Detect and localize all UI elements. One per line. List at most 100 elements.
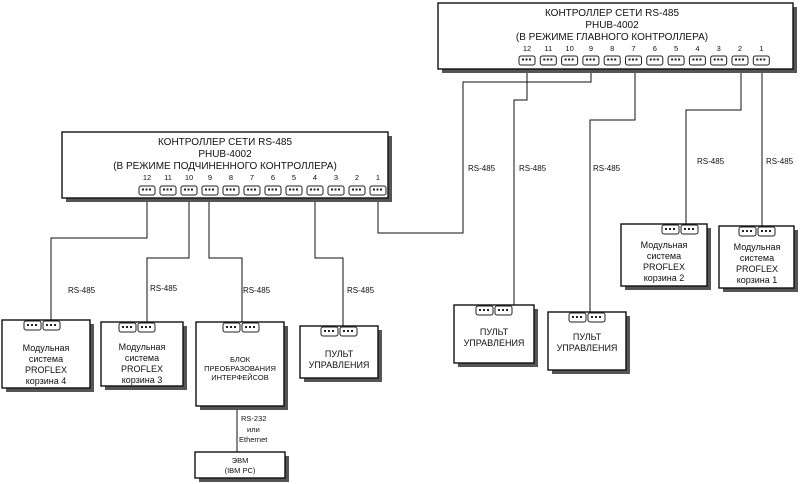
- link-label: RS-485: [243, 286, 271, 295]
- master-port-socket: [625, 55, 642, 66]
- proflex3-line: PROFLEX: [121, 364, 163, 374]
- connector-socket: [494, 305, 513, 316]
- proflex-rack-3: Модульная система PROFLEX корзина 3: [100, 321, 187, 390]
- connector-socket: [339, 326, 358, 337]
- link-label: RS-485: [347, 286, 375, 295]
- proflex2-line: система: [647, 251, 681, 261]
- master-port-socket: [603, 55, 621, 66]
- connector-socket: [42, 320, 61, 331]
- control-panel-slave: ПУЛЬТ УПРАВЛЕНИЯ: [299, 325, 382, 382]
- pc-link-label: RS-232: [241, 414, 266, 423]
- converter-line: ПРЕОБРАЗОВАНИЯ: [204, 364, 276, 373]
- master-port-number: 3: [717, 44, 721, 53]
- master-port-socket: [561, 55, 579, 66]
- master-port-number: 11: [544, 44, 552, 53]
- slave-port-socket: [159, 185, 177, 196]
- slave-port-socket: [327, 185, 345, 196]
- slave-port-socket: [369, 185, 387, 196]
- master-port-socket: [667, 55, 685, 66]
- connector-socket: [23, 320, 42, 331]
- link-label: RS-485: [766, 157, 794, 166]
- slave-port-socket: [180, 185, 198, 196]
- master-port-number: 1: [759, 44, 763, 53]
- proflex4-line: PROFLEX: [25, 365, 67, 375]
- wire-slave10-proflex3: [146, 196, 190, 332]
- proflex1-line: система: [740, 253, 774, 263]
- master-port-socket: [518, 55, 536, 66]
- connector-socket: [568, 312, 587, 323]
- proflex-rack-2: Модульная система PROFLEX корзина 2: [620, 223, 711, 290]
- converter-line: ИНТЕРФЕЙСОВ: [211, 373, 269, 382]
- slave-port-socket: [222, 185, 240, 196]
- pc-computer: ЭВМ (IBM PC): [194, 451, 289, 482]
- master-port-number: 7: [631, 44, 635, 53]
- proflex4-line: Модульная: [23, 343, 70, 353]
- slave-port-socket: [201, 185, 219, 196]
- wires: [50, 66, 763, 452]
- master-port-socket: [731, 55, 749, 66]
- pc-link-label: Ethernet: [239, 435, 268, 444]
- device-connector: [320, 326, 358, 337]
- interface-converter: БЛОК ПРЕОБРАЗОВАНИЯ ИНТЕРФЕЙСОВ: [195, 321, 288, 410]
- link-label: RS-485: [150, 284, 178, 293]
- pc-line: ЭВМ: [232, 456, 249, 465]
- master-port-socket: [539, 55, 557, 66]
- panel-m2-line: УПРАВЛЕНИЯ: [557, 343, 618, 353]
- master-mode: (В РЕЖИМЕ ГЛАВНОГО КОНТРОЛЛЕРА): [516, 32, 708, 43]
- connector-socket: [738, 226, 757, 237]
- device-connector: [222, 322, 260, 333]
- proflex4-line: корзина 4: [26, 376, 67, 386]
- master-port-number: 5: [674, 44, 678, 53]
- wire-slave9-converter: [208, 196, 243, 322]
- connector-socket: [241, 322, 260, 333]
- slave-port-number: 1: [376, 173, 380, 182]
- slave-port-number: 3: [334, 173, 338, 182]
- connector-socket: [680, 224, 699, 235]
- master-port-socket: [752, 55, 770, 66]
- link-labels: RS-485 RS-485 RS-485 RS-485 RS-485 RS-48…: [68, 157, 794, 444]
- connector-socket: [475, 305, 494, 316]
- slave-port-number: 7: [250, 173, 254, 182]
- slave-controller: КОНТРОЛЛЕР СЕТИ RS-485 PHUB-4002 (В РЕЖИ…: [61, 131, 392, 202]
- device-connector: [738, 226, 776, 237]
- control-panel-master-1: ПУЛЬТ УПРАВЛЕНИЯ: [453, 304, 538, 367]
- link-label: RS-485: [468, 164, 496, 173]
- slave-mode: (В РЕЖИМЕ ПОДЧИНЕННОГО КОНТРОЛЛЕРА): [113, 161, 337, 172]
- converter-line: БЛОК: [230, 355, 251, 364]
- connector-socket: [118, 322, 137, 333]
- slave-port-socket: [138, 185, 156, 196]
- master-port-number: 10: [565, 44, 573, 53]
- proflex2-line: корзина 2: [644, 273, 685, 283]
- wire-slave1-master9: [377, 66, 592, 234]
- master-port-number: 2: [738, 44, 742, 53]
- master-controller: КОНТРОЛЛЕР СЕТИ RS-485 PHUB-4002 (В РЕЖИ…: [437, 2, 797, 73]
- slave-port-socket: [306, 185, 324, 196]
- proflex1-line: Модульная: [734, 242, 781, 252]
- connector-socket: [222, 322, 241, 333]
- proflex1-line: PROFLEX: [736, 264, 778, 274]
- panel-m2-line: ПУЛЬТ: [573, 332, 602, 342]
- device-connector: [118, 322, 156, 333]
- pc-line: (IBM PC): [225, 466, 256, 475]
- proflex-rack-1: Модульная система PROFLEX корзина 1: [718, 225, 798, 292]
- device-connector: [661, 224, 699, 235]
- proflex3-line: система: [125, 353, 159, 363]
- slave-title: КОНТРОЛЛЕР СЕТИ RS-485: [158, 137, 292, 148]
- device-connector: [23, 320, 61, 331]
- link-label: RS-485: [68, 286, 96, 295]
- panel-m1-line: УПРАВЛЕНИЯ: [464, 338, 525, 348]
- slave-port-number: 6: [271, 173, 275, 182]
- proflex2-line: PROFLEX: [643, 262, 685, 272]
- master-port-number: 9: [589, 44, 593, 53]
- wire-master2-proflex2: [685, 66, 742, 224]
- connector-socket: [661, 224, 680, 235]
- connector-socket: [587, 312, 606, 323]
- slave-port-number: 12: [143, 173, 151, 182]
- proflex3-line: корзина 3: [122, 375, 163, 385]
- master-port-number: 6: [653, 44, 657, 53]
- wire-master7-panel2: [589, 66, 636, 312]
- slave-port-socket: [264, 185, 282, 196]
- master-port-number: 12: [523, 44, 531, 53]
